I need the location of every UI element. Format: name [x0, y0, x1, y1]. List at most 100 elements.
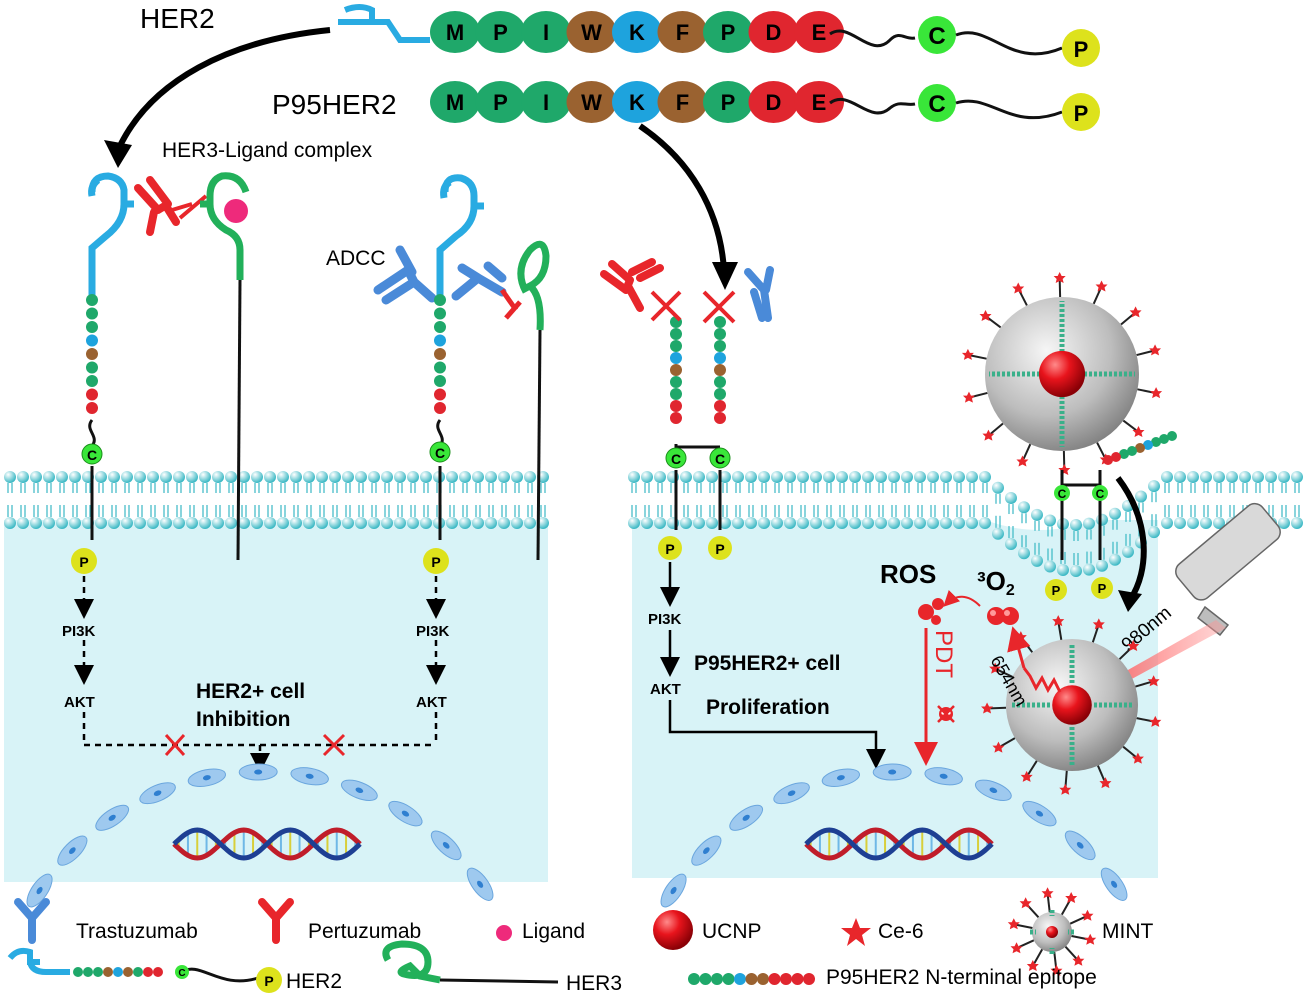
left-block-x-1	[164, 733, 186, 757]
lipid-head	[95, 517, 107, 529]
lipid-head	[797, 471, 809, 483]
peg-linker	[1057, 623, 1063, 641]
ce6-star	[961, 348, 974, 360]
lipid-head	[238, 471, 250, 483]
ucnp-core	[1038, 350, 1086, 398]
lipid-head	[680, 471, 692, 483]
epitope-bead	[1159, 434, 1169, 444]
lipid-head	[446, 471, 458, 483]
residue-w	[566, 11, 617, 53]
legend-bead	[143, 967, 153, 977]
peg-linker	[1122, 745, 1137, 758]
ligand-left	[224, 199, 248, 223]
lipid-head	[1070, 564, 1082, 577]
trastuzumab-bound	[451, 261, 507, 301]
left-inhibition-label: Inhibition	[196, 708, 290, 731]
residue-d	[748, 81, 799, 123]
peg-linker	[1064, 770, 1068, 787]
lipid-head	[1031, 554, 1043, 567]
lipid-head	[472, 471, 484, 483]
lipid-head	[1018, 501, 1030, 514]
lipid-head	[862, 517, 874, 529]
p95-top-cys-label: C	[928, 91, 945, 118]
epitope-bead	[670, 412, 682, 424]
peg-linker	[1064, 946, 1078, 960]
nuclear-pore	[401, 810, 410, 817]
her3-ligand-complex-label: HER3-Ligand complex	[162, 139, 373, 162]
peg-linker	[970, 354, 987, 360]
legend-her2: HER2	[286, 970, 342, 993]
legend-ce6: Ce-6	[878, 920, 924, 943]
ce6-star	[1084, 933, 1097, 945]
lipid-head	[914, 517, 926, 529]
lipid-head	[927, 471, 939, 483]
residue-label: P	[721, 90, 736, 115]
epitope-bead	[670, 376, 682, 388]
left-her2-2-cys-label: C	[435, 445, 445, 461]
legend-pertuzumab: Pertuzumab	[308, 920, 421, 943]
nuclear-pore	[1035, 810, 1044, 817]
left-block-x-2	[322, 733, 346, 757]
lipid-head	[147, 517, 159, 529]
residue-i	[521, 81, 571, 123]
lipid-head	[823, 517, 835, 529]
lipid-head	[1213, 471, 1225, 483]
ucnp-legend-icon	[653, 910, 693, 950]
trastuzumab-right	[744, 266, 774, 322]
epitope-bead	[714, 316, 726, 328]
left-cell-label: HER2+ cell	[196, 680, 305, 703]
lipid-head	[394, 471, 406, 483]
trastuzumab-legend-icon	[14, 898, 50, 944]
lipid-head	[537, 517, 549, 529]
ce6-star	[1149, 344, 1162, 356]
left-akt-2: AKT	[416, 694, 447, 711]
residue-label: F	[676, 20, 689, 45]
lipid-head	[355, 471, 367, 483]
her2-tail-linker	[955, 31, 1063, 56]
lipid-head	[706, 471, 718, 483]
lipid-head	[1083, 563, 1095, 576]
right-p95-phos-2-label: P	[715, 541, 724, 557]
epitope-bead	[714, 340, 726, 352]
nuclear-pore	[888, 769, 897, 775]
lipid-head	[901, 517, 913, 529]
legend-her3: HER3	[566, 972, 622, 995]
lipid-head	[966, 517, 978, 529]
peg-linker	[990, 422, 1004, 435]
legend-bead	[83, 967, 93, 977]
legend-bead	[103, 967, 113, 977]
left-her2-epitope-chain-2	[434, 294, 446, 414]
epitope-bead	[1111, 452, 1121, 462]
residue-label: D	[766, 20, 782, 45]
peg-linker	[1122, 419, 1137, 431]
energy-transfer-arrow	[943, 589, 981, 607]
lipid-head	[225, 517, 237, 529]
ce6-star	[1020, 770, 1033, 782]
lipid-head	[368, 471, 380, 483]
nuclear-pore	[36, 886, 43, 895]
lipid-head	[225, 471, 237, 483]
lipid-head	[1031, 508, 1043, 521]
mint-legend-icon	[1007, 887, 1097, 976]
ce6-star	[1129, 306, 1142, 318]
ce6-star	[1150, 387, 1163, 399]
lipid-head	[121, 517, 133, 529]
lipid-head	[160, 517, 172, 529]
mint-phos-2-label: P	[1098, 581, 1107, 596]
emission-arrow	[1007, 626, 1031, 669]
nuclear-pore	[202, 775, 211, 781]
lipid-head	[56, 471, 68, 483]
her2-top-phos-label: P	[1074, 37, 1089, 62]
lipid-head	[212, 517, 224, 529]
ce6-star	[1058, 463, 1071, 475]
epitope-bead	[86, 361, 98, 374]
right-cell-cytoplasm	[632, 520, 1158, 878]
peg-linker	[1136, 350, 1153, 357]
lipid-head	[30, 471, 42, 483]
ce6-star	[1132, 426, 1145, 438]
epitope-bead	[714, 376, 726, 388]
lipid-head	[784, 517, 796, 529]
lipid-head	[953, 517, 965, 529]
her2-legend-phos-label: P	[264, 973, 273, 989]
lipid-head	[238, 517, 250, 529]
